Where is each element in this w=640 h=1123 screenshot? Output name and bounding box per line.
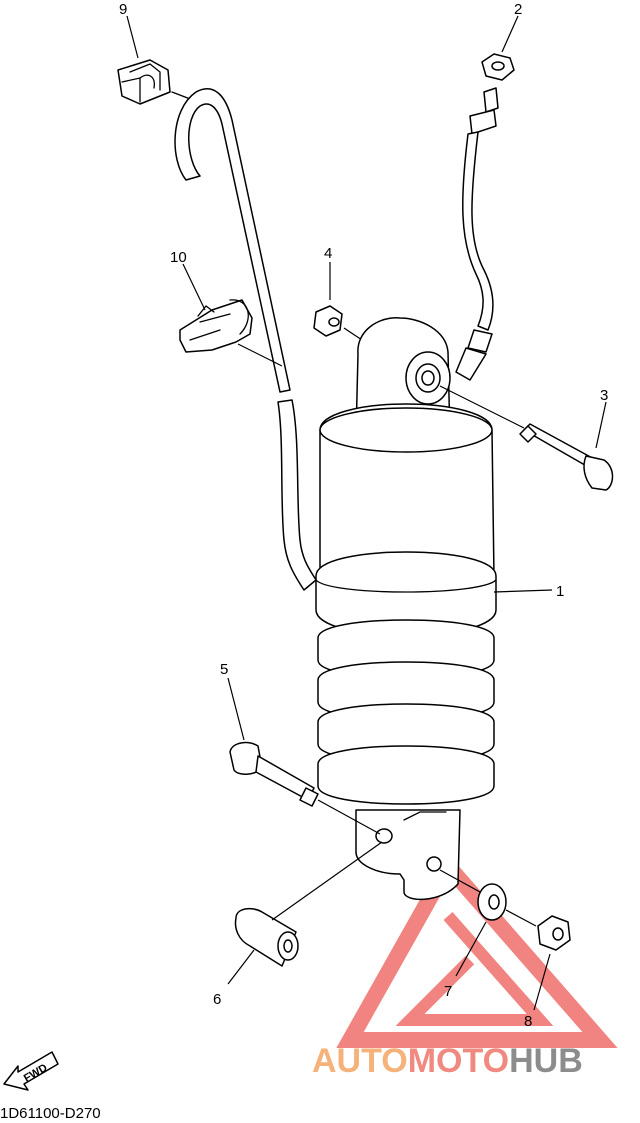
watermark-moto: MOTO — [408, 1042, 509, 1080]
nut-part-2 — [481, 53, 515, 81]
leader-8 — [533, 953, 551, 1011]
watermark-hub: HUB — [509, 1042, 583, 1080]
washer-part-7 — [477, 883, 507, 921]
callout-1: 1 — [556, 583, 564, 600]
callout-7: 7 — [444, 983, 452, 1000]
callout-6: 6 — [213, 991, 221, 1008]
reservoir-hose — [455, 87, 499, 381]
clamp-part-10 — [179, 299, 253, 353]
leader-1 — [493, 589, 553, 593]
leader-3 — [595, 401, 607, 449]
watermark-auto: AUTO — [312, 1042, 408, 1080]
leader-10b — [237, 343, 283, 367]
callout-4: 4 — [324, 245, 332, 262]
leader-4b — [343, 327, 363, 341]
axis-8 — [505, 909, 537, 927]
collar-part-4 — [313, 305, 343, 337]
collar-part-6 — [234, 907, 299, 967]
callout-8: 8 — [524, 1013, 532, 1030]
diagram-code: 1D61100-D270 — [0, 1105, 101, 1122]
axis-3 — [439, 385, 525, 429]
bolt-part-5 — [229, 741, 319, 807]
axis-5 — [317, 799, 381, 835]
leader-7 — [455, 921, 487, 977]
axis-6 — [271, 841, 383, 921]
callout-10: 10 — [170, 249, 187, 266]
nut-part-8 — [537, 915, 571, 951]
axis-7 — [439, 869, 481, 893]
fwd-arrow-icon: FWD — [3, 1051, 59, 1091]
shock-absorber-part-1 — [315, 317, 497, 901]
fwd-label: FWD — [22, 1062, 50, 1085]
callout-5: 5 — [220, 661, 228, 678]
callout-2: 2 — [514, 1, 522, 18]
watermark-text: AUTOMOTOHUB — [312, 1042, 583, 1080]
leader-2 — [501, 15, 519, 53]
callout-3: 3 — [600, 387, 608, 404]
clip-part-9 — [117, 59, 171, 105]
bolt-part-3 — [519, 423, 614, 491]
leader-10 — [182, 263, 206, 311]
leader-9 — [126, 15, 139, 59]
callout-9: 9 — [119, 1, 127, 18]
watermark-logo — [336, 852, 618, 1048]
leader-5 — [227, 677, 245, 741]
leader-6 — [227, 949, 255, 985]
